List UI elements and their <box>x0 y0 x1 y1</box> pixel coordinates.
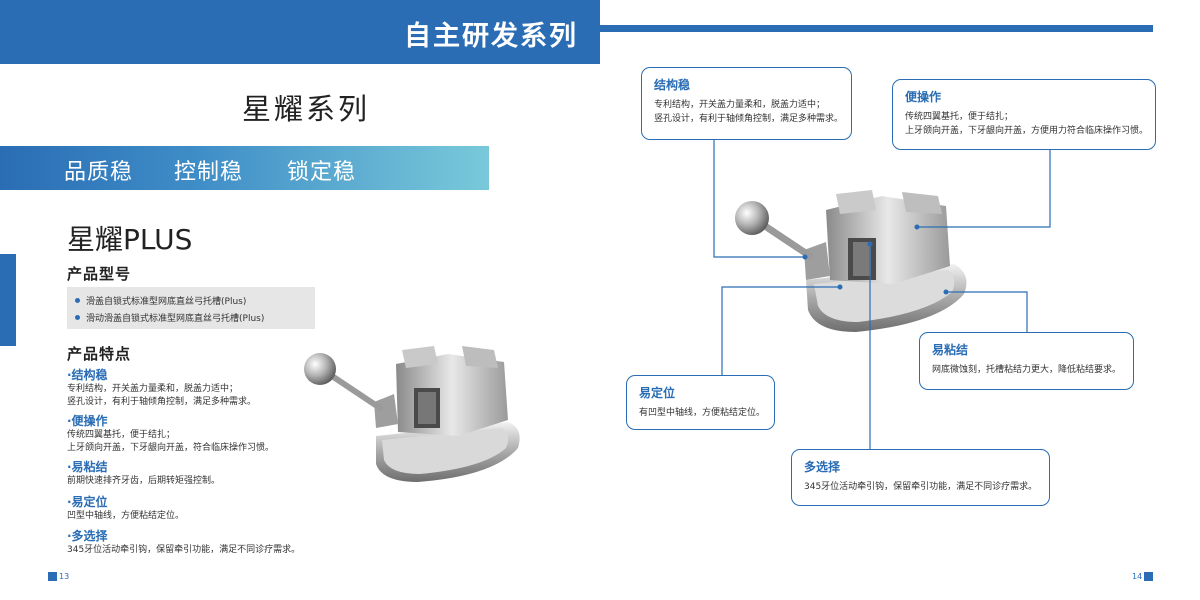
product-name: 星耀PLUS <box>67 223 193 256</box>
header-title: 自主研发系列 <box>404 21 578 52</box>
side-accent-bar <box>0 254 16 346</box>
header-band <box>0 0 600 64</box>
feature-title: ·结构稳 <box>67 368 108 382</box>
bullet-icon <box>75 315 80 320</box>
feature-item: ·结构稳 专利结构，开关盖力量柔和，脱盖力适中； 竖孔设计，有利于轴倾角控制，满… <box>67 368 327 409</box>
feature-item: ·多选择 345牙位活动牵引钩，保留牵引功能，满足不同诊疗需求。 <box>67 529 327 557</box>
callout-operation: 便操作 传统四翼基托，便于结扎； 上牙颌向开盖，下牙龈向开盖，方便用力符合临床操… <box>892 79 1156 150</box>
callout-structure: 结构稳 专利结构，开关盖力量柔和，脱盖力适中； 竖孔设计，有利于轴倾角控制，满足… <box>641 67 852 140</box>
slogan-quality: 品质稳 <box>64 160 134 185</box>
features-heading: 产品特点 <box>67 345 132 363</box>
page-number: 13 <box>59 572 70 581</box>
slogan-band: 品质稳 控制稳 锁定稳 <box>0 146 489 190</box>
model-heading: 产品型号 <box>67 265 132 283</box>
feature-title: ·便操作 <box>67 414 108 428</box>
feature-title: ·多选择 <box>67 529 108 543</box>
feature-title: ·易定位 <box>67 495 108 509</box>
header-rule <box>600 25 1153 32</box>
callout-bonding: 易粘结 网底微蚀刻，托槽粘结力更大，降低粘结要求。 <box>919 332 1134 390</box>
feature-item: ·易定位 凹型中轴线，方便粘结定位。 <box>67 495 327 523</box>
slogan-control: 控制稳 <box>174 160 244 185</box>
model-item: 滑盖自锁式标准型网底直丝弓托槽(Plus) <box>75 294 246 307</box>
page-marker <box>48 572 57 581</box>
callout-positioning: 易定位 有凹型中轴线，方便粘结定位。 <box>626 375 775 430</box>
slogan-locking: 锁定稳 <box>287 160 357 185</box>
bullet-icon <box>75 298 80 303</box>
bracket-image-large <box>735 190 967 332</box>
model-list: 滑盖自锁式标准型网底直丝弓托槽(Plus) 滑动滑盖自锁式标准型网底直丝弓托槽(… <box>67 287 315 329</box>
feature-title: ·易粘结 <box>67 460 108 474</box>
page-number: 14 <box>1132 572 1143 581</box>
callout-options: 多选择 345牙位活动牵引钩，保留牵引功能，满足不同诊疗需求。 <box>791 449 1050 506</box>
series-title: 星耀系列 <box>242 92 371 126</box>
model-item: 滑动滑盖自锁式标准型网底直丝弓托槽(Plus) <box>75 311 264 324</box>
bracket-image-small <box>304 346 520 482</box>
page-marker <box>1144 572 1153 581</box>
feature-item: ·便操作 传统四翼基托，便于结扎； 上牙颌向开盖，下牙龈向开盖，符合临床操作习惯… <box>67 414 327 455</box>
feature-item: ·易粘结 前期快速排齐牙齿，后期转矩强控制。 <box>67 460 327 488</box>
